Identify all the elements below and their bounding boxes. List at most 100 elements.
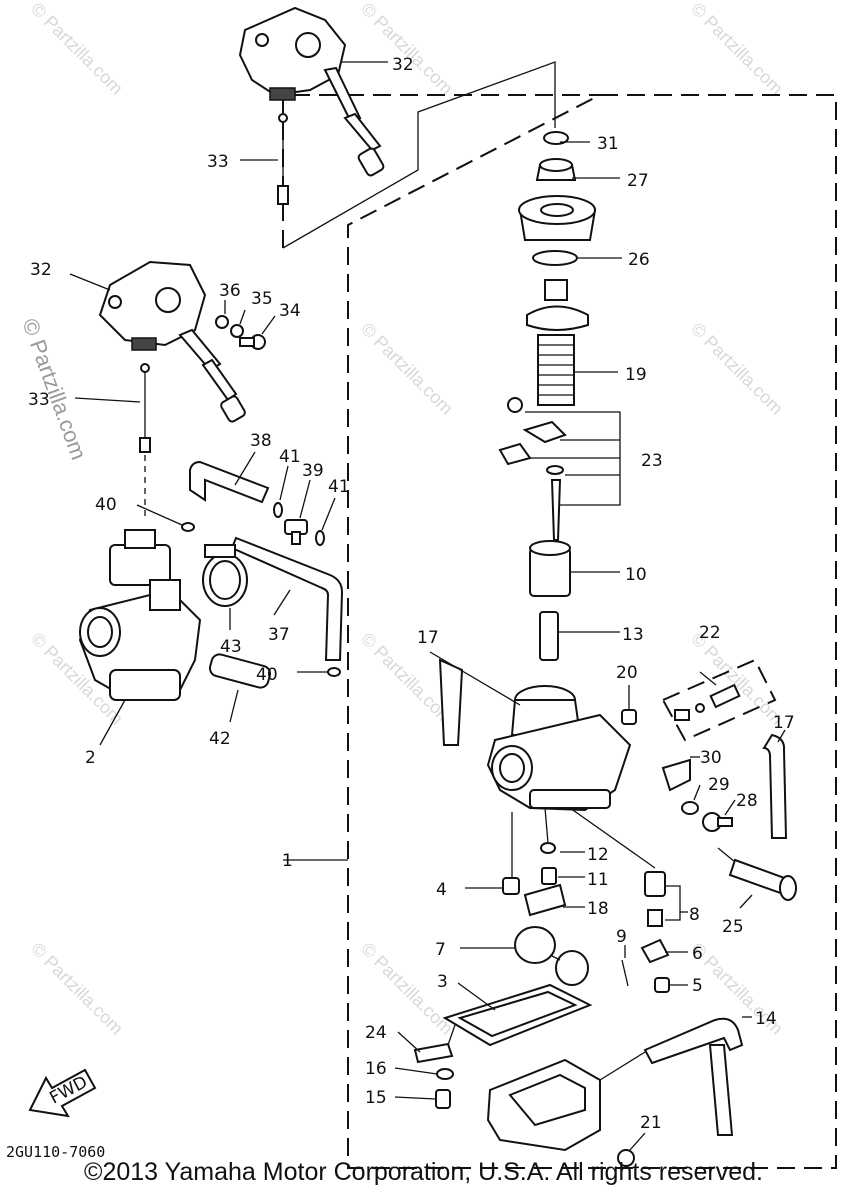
watermark: © Partzilla.com bbox=[27, 0, 127, 99]
watermark: © Partzilla.com bbox=[357, 319, 457, 419]
jet-set-8 bbox=[644, 871, 666, 927]
callout-7: 7 bbox=[435, 940, 446, 960]
callout-8: 8 bbox=[689, 905, 700, 925]
guide-27 bbox=[535, 158, 577, 181]
clamp-43 bbox=[202, 544, 248, 607]
callout-34: 34 bbox=[279, 301, 301, 321]
screw-15 bbox=[435, 1089, 451, 1109]
callout-41: 41 bbox=[328, 477, 350, 497]
callout-6: 6 bbox=[692, 944, 703, 964]
cap-20 bbox=[621, 709, 637, 725]
joint-39 bbox=[284, 519, 308, 545]
diagram-code: 2GU110-7060 bbox=[6, 1143, 105, 1161]
callout-13: 13 bbox=[622, 625, 644, 645]
bracket-30 bbox=[661, 758, 691, 792]
callout-26: 26 bbox=[628, 250, 650, 270]
hose-14 bbox=[643, 1017, 744, 1136]
callout-5: 5 bbox=[692, 976, 703, 996]
needle-jet-13 bbox=[539, 611, 559, 661]
assembly-1-outline bbox=[347, 94, 837, 1169]
float-chamber bbox=[486, 1058, 601, 1152]
plate-24 bbox=[413, 1042, 454, 1064]
callout-40: 40 bbox=[95, 495, 117, 515]
callout-14: 14 bbox=[755, 1009, 777, 1029]
leader-lines bbox=[69, 61, 786, 1151]
callout-4: 4 bbox=[436, 880, 447, 900]
screw-5 bbox=[654, 977, 670, 993]
callout-43: 43 bbox=[220, 637, 242, 657]
callout-35: 35 bbox=[251, 289, 273, 309]
copyright-notice: ©2013 Yamaha Motor Corporation, U.S.A. A… bbox=[84, 1158, 763, 1186]
callout-2: 2 bbox=[85, 748, 96, 768]
o-ring-26 bbox=[532, 250, 578, 266]
throttle-cable-housing-top bbox=[238, 6, 385, 177]
pin-9 bbox=[621, 959, 629, 987]
callout-31: 31 bbox=[597, 134, 619, 154]
link-line-32 bbox=[282, 61, 556, 249]
set-23 bbox=[498, 397, 621, 541]
callout-9: 9 bbox=[616, 927, 627, 947]
watermark: © Partzilla.com bbox=[27, 939, 127, 1039]
holder bbox=[526, 279, 589, 331]
washer-36 bbox=[215, 315, 229, 329]
washer-12 bbox=[540, 842, 556, 854]
starter-plunger-25 bbox=[717, 847, 797, 901]
hose-38 bbox=[189, 460, 270, 504]
washer-35 bbox=[230, 324, 244, 338]
hose-37 bbox=[230, 536, 344, 661]
callout-37: 37 bbox=[268, 625, 290, 645]
callout-27: 27 bbox=[627, 171, 649, 191]
hose-17-right bbox=[762, 733, 788, 839]
callout-16: 16 bbox=[365, 1059, 387, 1079]
adjuster-33-top bbox=[277, 113, 289, 205]
throttle-cable-housing bbox=[98, 260, 246, 423]
callout-32: 32 bbox=[30, 260, 52, 280]
callout-1: 1 bbox=[282, 851, 293, 871]
callout-28: 28 bbox=[736, 791, 758, 811]
callout-40: 40 bbox=[256, 665, 278, 685]
washer-16 bbox=[436, 1068, 454, 1080]
callout-24: 24 bbox=[365, 1023, 387, 1043]
callout-15: 15 bbox=[365, 1088, 387, 1108]
carburetor-body bbox=[486, 685, 632, 812]
cap-31 bbox=[543, 131, 569, 145]
callout-33: 33 bbox=[207, 152, 229, 172]
callout-29: 29 bbox=[708, 775, 730, 795]
hose-17-left bbox=[438, 658, 464, 746]
float-7 bbox=[514, 926, 589, 986]
watermarks: © Partzilla.com © Partzilla.com © Partzi… bbox=[17, 0, 787, 1039]
callout-17: 17 bbox=[417, 628, 439, 648]
callout-17: 17 bbox=[773, 713, 795, 733]
callout-11: 11 bbox=[587, 870, 609, 890]
screw-28 bbox=[702, 812, 733, 832]
callout-32: 32 bbox=[392, 55, 414, 75]
clip-40 bbox=[181, 522, 341, 677]
callout-20: 20 bbox=[616, 663, 638, 683]
jet-11 bbox=[541, 867, 557, 885]
hose-42 bbox=[208, 653, 272, 689]
callout-39: 39 bbox=[302, 461, 324, 481]
callouts: 32 33 31 27 26 32 36 35 34 19 33 38 23 4… bbox=[6, 55, 795, 1161]
gasket-3 bbox=[442, 983, 593, 1047]
cap-26-nut bbox=[518, 195, 597, 241]
callout-10: 10 bbox=[625, 565, 647, 585]
callout-41: 41 bbox=[279, 447, 301, 467]
watermark: © Partzilla.com bbox=[687, 0, 787, 99]
callout-38: 38 bbox=[250, 431, 272, 451]
carburetor-assembly bbox=[78, 529, 202, 702]
callout-19: 19 bbox=[625, 365, 647, 385]
adjuster-33 bbox=[139, 363, 151, 453]
fwd-arrow: FWD bbox=[28, 1068, 97, 1118]
callout-36: 36 bbox=[219, 281, 241, 301]
callout-25: 25 bbox=[722, 917, 744, 937]
callout-12: 12 bbox=[587, 845, 609, 865]
clip-41 bbox=[273, 502, 325, 546]
plate-6 bbox=[640, 938, 670, 964]
washer-29 bbox=[681, 801, 699, 815]
spring-19 bbox=[537, 334, 575, 406]
callout-21: 21 bbox=[640, 1113, 662, 1133]
throttle-valve-10 bbox=[529, 540, 571, 597]
plate-18 bbox=[523, 883, 567, 917]
screw-set-22 bbox=[661, 658, 777, 742]
